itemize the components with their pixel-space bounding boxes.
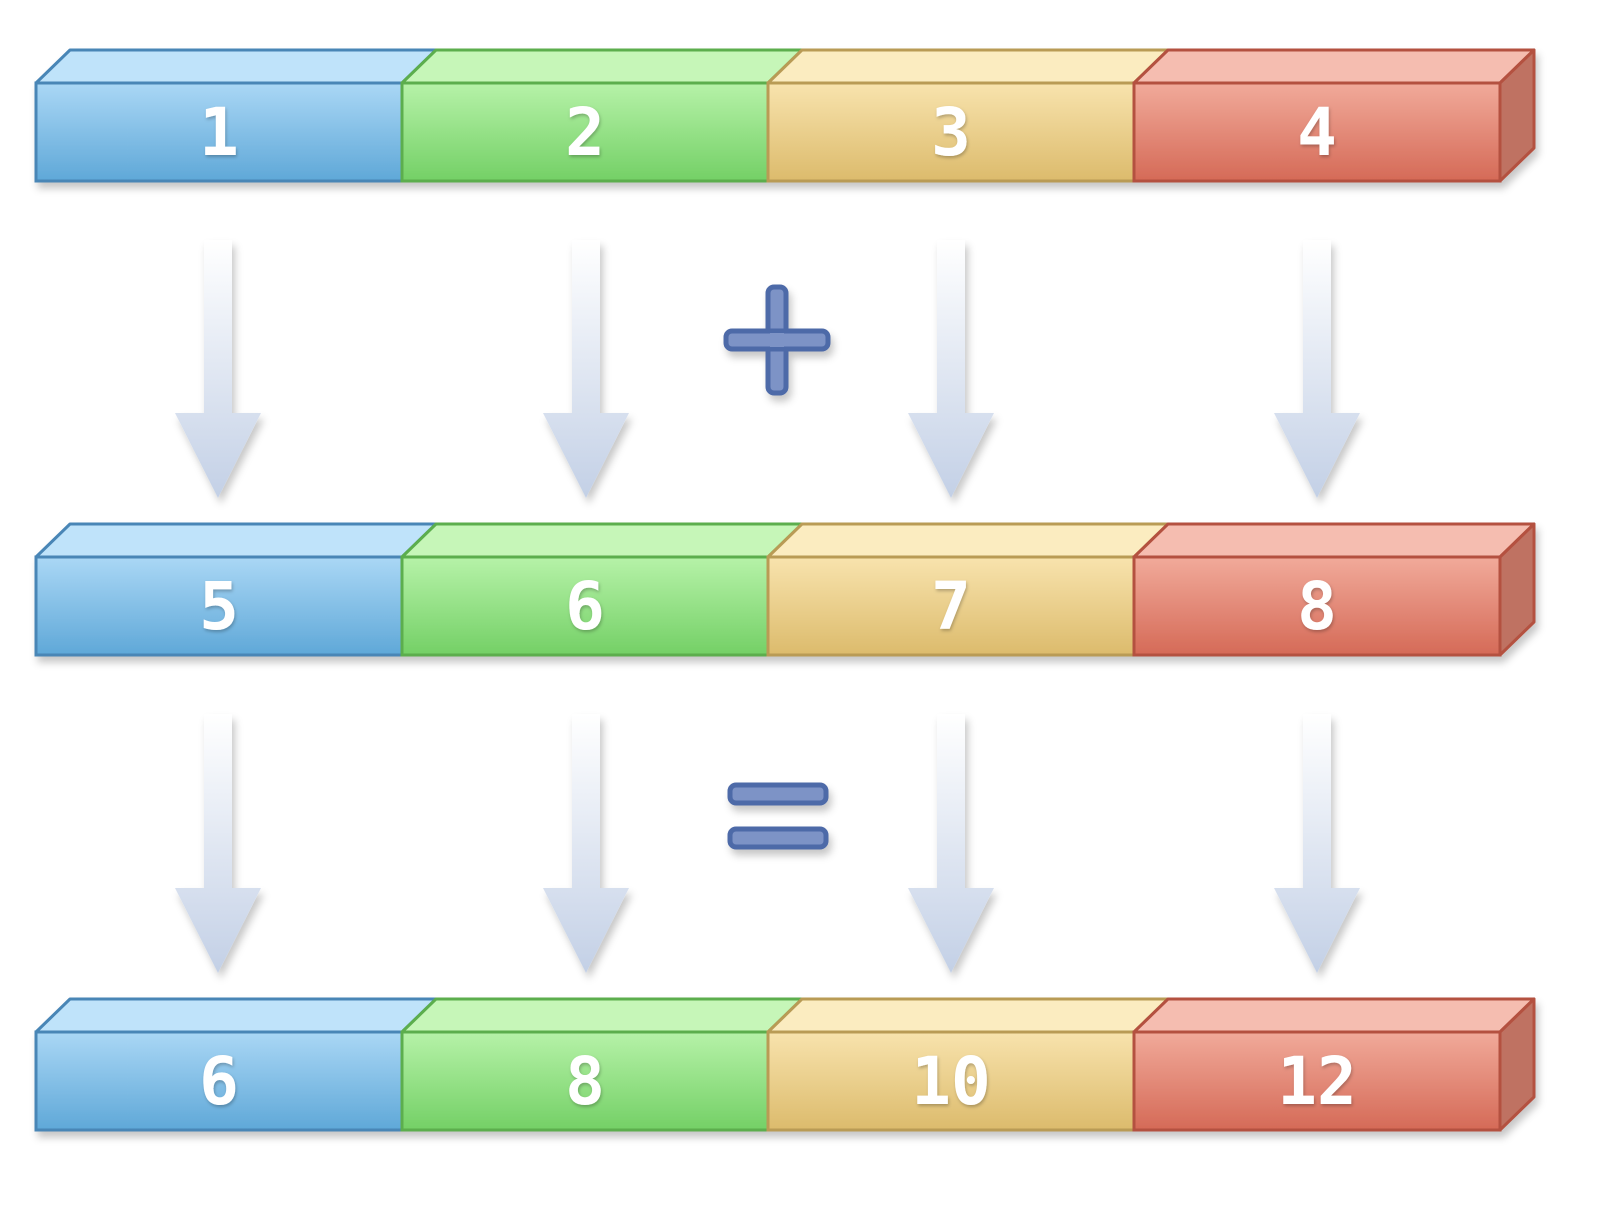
vector-row-3: 6 8 10 12 <box>34 997 1536 1132</box>
cell-value: 5 <box>199 568 239 645</box>
cell-value: 7 <box>931 568 971 645</box>
cell-front-face <box>766 555 1136 657</box>
down-arrow-icon <box>1274 714 1360 973</box>
vector-cell: 1 <box>34 48 438 183</box>
cell-front-face <box>766 1030 1136 1132</box>
cell-front-face <box>766 81 1136 183</box>
plus-icon <box>723 284 831 396</box>
cell-top-face <box>766 997 1170 1034</box>
cell-side-face <box>1498 48 1536 183</box>
cell-value: 12 <box>1277 1043 1356 1120</box>
cell-top-face <box>766 522 1170 559</box>
operators <box>723 284 831 850</box>
cell-front-face <box>34 81 404 183</box>
down-arrow-icon <box>543 240 629 498</box>
cell-top-face <box>400 48 804 85</box>
vector-cell: 7 <box>766 522 1170 657</box>
cell-side-face <box>1498 997 1536 1132</box>
vector-cell: 3 <box>766 48 1170 183</box>
cell-value: 8 <box>565 1043 605 1120</box>
down-arrow-icon <box>1274 240 1360 498</box>
cell-side-face <box>1498 522 1536 657</box>
cell-value: 6 <box>565 568 605 645</box>
cell-top-face <box>34 522 438 559</box>
cell-value: 6 <box>199 1043 239 1120</box>
cell-top-face <box>34 48 438 85</box>
cell-top-face <box>34 997 438 1034</box>
vector-row-1: 1 2 3 4 <box>34 48 1536 183</box>
down-arrow-icon <box>175 240 261 498</box>
cell-front-face <box>400 81 770 183</box>
vector-row-2: 5 6 7 8 <box>34 522 1536 657</box>
cell-front-face <box>34 1030 404 1132</box>
vector-cell: 5 <box>34 522 438 657</box>
vector-cell: 12 <box>1132 997 1536 1132</box>
down-arrow-icon <box>908 240 994 498</box>
cell-front-face <box>34 555 404 657</box>
cell-value: 4 <box>1297 94 1337 171</box>
cell-top-face <box>400 997 804 1034</box>
cell-top-face <box>766 48 1170 85</box>
cell-top-face <box>400 522 804 559</box>
cell-front-face <box>1132 81 1502 183</box>
cell-front-face <box>400 1030 770 1132</box>
cell-front-face <box>1132 555 1502 657</box>
vector-cell: 8 <box>400 997 804 1132</box>
cell-value: 3 <box>931 94 971 171</box>
vector-cell: 6 <box>34 997 438 1132</box>
cell-top-face <box>1132 997 1536 1034</box>
equals-icon <box>727 782 829 850</box>
vector-cell: 8 <box>1132 522 1536 657</box>
cell-value: 10 <box>911 1043 990 1120</box>
cell-value: 8 <box>1297 568 1337 645</box>
vector-cell: 6 <box>400 522 804 657</box>
cell-front-face <box>1132 1030 1502 1132</box>
vector-cell: 4 <box>1132 48 1536 183</box>
down-arrow-icon <box>908 714 994 973</box>
down-arrow-icon <box>543 714 629 973</box>
cell-value: 2 <box>565 94 605 171</box>
cell-top-face <box>1132 522 1536 559</box>
vector-cell: 2 <box>400 48 804 183</box>
flow-arrows <box>175 240 1360 973</box>
down-arrow-icon <box>175 714 261 973</box>
vector-cell: 10 <box>766 997 1170 1132</box>
cell-value: 1 <box>199 94 239 171</box>
cell-top-face <box>1132 48 1536 85</box>
